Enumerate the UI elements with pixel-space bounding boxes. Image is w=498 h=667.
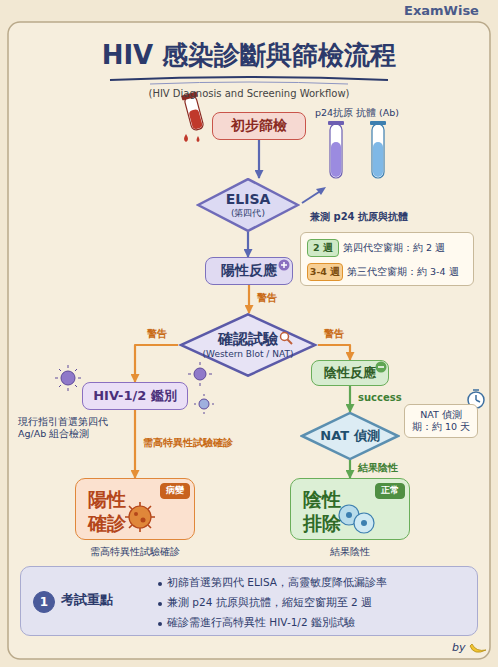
note-box: NAT 偵測期：約 10 天 <box>404 404 478 438</box>
flow-arrow <box>349 460 351 478</box>
tube-label: 抗體 (Ab) <box>356 107 399 119</box>
tube-label: p24抗原 <box>315 107 353 119</box>
bullet-dot <box>158 582 162 586</box>
node-text: 3-4 週 <box>310 266 340 278</box>
signature: by <box>452 641 466 655</box>
start-box: 初步篩檢 <box>212 112 306 140</box>
status-tag: 病變 <box>160 483 190 499</box>
node-text: (第四代) <box>231 208 265 219</box>
plus-icon <box>278 259 290 271</box>
subtitle: (HIV Diagnosis and Screening Workflow) <box>0 88 498 101</box>
node-text: 確診需進行高特異性 HIV-1/2 鑑別試驗 <box>167 616 355 629</box>
edge-label: 結果陰性 <box>356 462 400 475</box>
cells-icon <box>335 501 377 537</box>
node-text: 第四代空窗期：約 2 週 <box>343 242 445 254</box>
pointer-arrow <box>302 187 326 203</box>
node-text: 2 週 <box>313 242 333 254</box>
title-underline <box>150 82 348 84</box>
node-text: NAT 偵測 <box>320 428 379 444</box>
page-frame <box>8 22 490 659</box>
flow-arrow <box>248 285 250 313</box>
note-text: 兼測 p24 抗原與抗體 <box>310 211 408 224</box>
decision-diamond: 確認試驗(Western Blot / NAT) <box>178 313 318 377</box>
result-box: 陽性反應 <box>205 257 293 285</box>
flow-arrow <box>349 386 351 412</box>
bullet-dot <box>158 602 162 606</box>
node-text: 初步篩檢 <box>231 117 287 135</box>
flow-arrow <box>134 410 136 478</box>
period-badge: 2 週 <box>307 239 339 257</box>
result-box: 陰性反應 <box>311 360 389 386</box>
node-text: NAT 偵測期：約 10 天 <box>411 409 471 433</box>
node-text: (Western Blot / NAT) <box>203 349 294 360</box>
node-text: 兼測 p24 抗原與抗體，縮短空窗期至 2 週 <box>167 596 372 609</box>
test-tubes <box>328 121 386 178</box>
flow-arrow <box>258 140 260 178</box>
magnifier-icon <box>279 331 293 345</box>
node-text: 正常 <box>381 485 399 496</box>
flow-arrow <box>247 232 249 257</box>
decision-diamond: NAT 偵測 <box>300 412 400 460</box>
banana-mark <box>470 644 486 652</box>
flow-arrow <box>318 345 350 360</box>
note-text: 結果陰性 <box>290 546 410 559</box>
brand-mark: ExamWise <box>404 3 479 19</box>
node-text: 陰性 排除 <box>303 488 347 536</box>
blood-tube <box>181 92 204 142</box>
bullet-dot <box>158 622 162 626</box>
node-text: 考試重點 <box>61 592 113 608</box>
summary-panel: 考試重點 初篩首選第四代 ELISA，高靈敏度降低漏診率兼測 p24 抗原與抗體，… <box>20 566 478 636</box>
node-text: ELISA <box>226 191 271 209</box>
node-text: 初篩首選第四代 ELISA，高靈敏度降低漏診率 <box>167 576 387 589</box>
node-text: 確認試驗 <box>218 330 278 349</box>
period-badge: 3-4 週 <box>307 263 343 281</box>
info-panel: 第四代空窗期：約 2 週第三代空窗期：約 3-4 週 2 週 3-4 週 <box>300 232 474 286</box>
minus-icon <box>375 361 387 373</box>
outcome-box: 陽性 確診 病變 <box>75 478 195 540</box>
note-text: 需高特異性試驗確診 <box>60 546 210 559</box>
process-box: HIV-1/2 鑑別 <box>82 382 188 410</box>
edge-label: 警告 <box>145 328 169 341</box>
node-text: 陽性反應 <box>221 262 277 280</box>
node-text: 陰性反應 <box>324 365 376 381</box>
edge-label: success <box>356 392 404 405</box>
node-text: 病變 <box>166 485 184 496</box>
title-text: HIV 感染診斷與篩檢流程 <box>0 38 498 73</box>
node-text: HIV-1/2 鑑別 <box>93 388 177 404</box>
title-underline <box>110 77 388 80</box>
node-text: 第三代空窗期：約 3-4 週 <box>347 266 459 278</box>
node-text: 1 <box>40 595 48 610</box>
decision-diamond: ELISA(第四代) <box>196 178 300 232</box>
edge-label: 需高特異性試驗確診 <box>141 437 235 450</box>
status-tag: 正常 <box>375 483 405 499</box>
callout-number: 1 <box>33 591 55 613</box>
node-text: 陽性 確診 <box>88 488 132 536</box>
edge-label: 警告 <box>255 292 279 305</box>
flow-arrow <box>135 345 178 382</box>
note-text: 現行指引首選第四代 Ag/Ab 組合檢測 <box>18 416 128 440</box>
edge-label: 警告 <box>322 328 346 341</box>
outcome-box: 陰性 排除 正常 <box>290 478 410 540</box>
